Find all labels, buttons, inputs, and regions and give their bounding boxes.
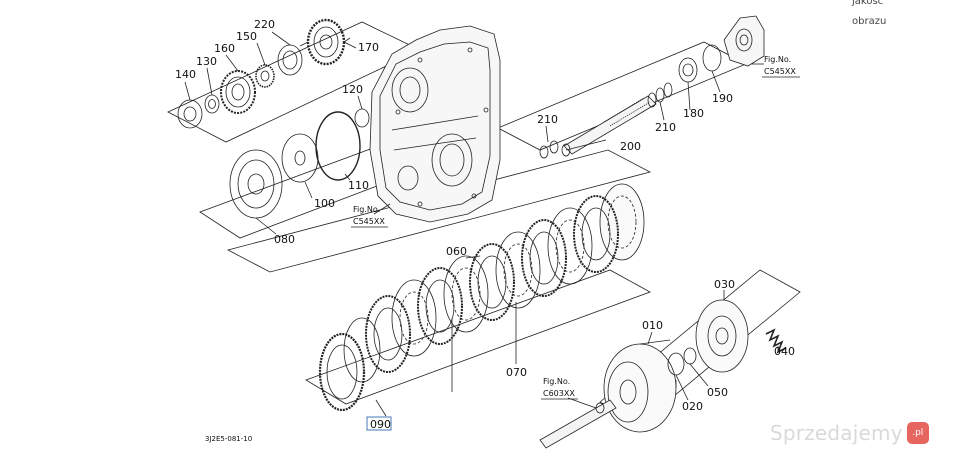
gearcase-housing: [369, 25, 501, 223]
label-010: 010: [642, 319, 663, 332]
label-130: 130: [196, 55, 217, 68]
part-210-ring-a: [539, 145, 549, 159]
fig-ref-component-upper-right: [723, 15, 765, 67]
fig-ref-2-line2: C545XX: [353, 217, 385, 226]
label-200: 200: [620, 140, 641, 153]
part-180-bearing: [678, 57, 698, 83]
part-160-gear: [220, 70, 256, 114]
label-150: 150: [236, 30, 257, 43]
fig-ref-2-line1: Fig.No.: [353, 205, 380, 214]
fig-ref-shaft-lower: [539, 399, 617, 449]
label-020: 020: [682, 400, 703, 413]
diagram-code: 3J2E5-081-10: [205, 435, 252, 443]
label-050: 050: [707, 386, 728, 399]
part-170-gear: [299, 18, 351, 66]
label-210-left: 210: [537, 113, 558, 126]
watermark: Sprzedajemy .pl: [770, 418, 929, 448]
part-080-piston: [229, 149, 283, 219]
label-120: 120: [342, 83, 363, 96]
fig-ref-3-line2: C603XX: [543, 389, 575, 398]
part-150-sleeve: [255, 64, 275, 88]
label-060: 060: [446, 245, 467, 258]
part-130-collar: [204, 94, 220, 114]
corner-note-line2: obrazu: [852, 16, 887, 27]
label-170: 170: [358, 41, 379, 54]
part-210-ring-e: [663, 82, 673, 98]
label-160: 160: [214, 42, 235, 55]
part-110-o-ring: [315, 111, 361, 181]
part-190-circlip: [702, 44, 722, 72]
part-210-ring-c: [647, 92, 657, 108]
label-040: 040: [774, 345, 795, 358]
label-220: 220: [254, 18, 275, 31]
label-090: 090: [370, 418, 391, 431]
subassembly-outline-shaft: [497, 41, 747, 151]
figure-references: Fig.No. C545XX Fig.No. C545XX Fig.No. C6…: [351, 55, 800, 400]
label-110: 110: [348, 179, 369, 192]
part-100-washer: [281, 133, 319, 183]
highlight-box-090: [366, 416, 392, 431]
label-070: 070: [506, 366, 527, 379]
label-190: 190: [712, 92, 733, 105]
part-210-ring-b: [549, 140, 559, 154]
part-120-o-ring: [354, 108, 370, 128]
part-040-spring: [765, 328, 787, 354]
fig-ref-1-line2: C545XX: [764, 67, 796, 76]
part-050-ring: [683, 347, 697, 365]
part-030-hub: [695, 299, 749, 373]
label-140: 140: [175, 68, 196, 81]
label-080: 080: [274, 233, 295, 246]
label-210-right: 210: [655, 121, 676, 134]
label-180: 180: [683, 107, 704, 120]
watermark-text: Sprzedajemy: [770, 421, 903, 445]
clutch-plate-stack: [318, 183, 645, 412]
label-030: 030: [714, 278, 735, 291]
fig-ref-3-line1: Fig.No.: [543, 377, 570, 386]
label-100: 100: [314, 197, 335, 210]
corner-note-line1: jakosc: [852, 0, 884, 7]
watermark-badge: .pl: [906, 422, 929, 444]
part-010-clutch-drum: [603, 339, 677, 433]
part-200-shaft: [561, 95, 657, 157]
subassembly-outline-clutch-pack: [305, 269, 651, 405]
part-labels: 140 130 160 150 220 170 120 110 100 080 …: [175, 18, 795, 431]
fig-ref-1-line1: Fig.No.: [764, 55, 791, 64]
part-220-bearing: [277, 44, 303, 76]
